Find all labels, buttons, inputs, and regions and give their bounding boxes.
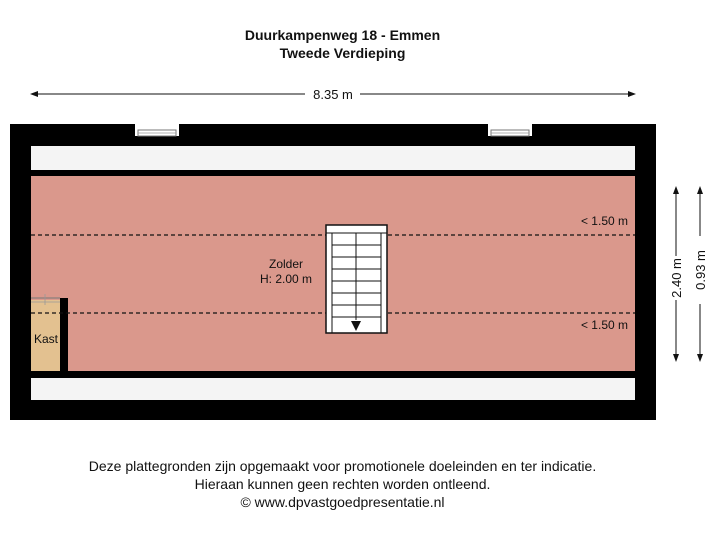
staircase <box>325 224 388 334</box>
zolder-label: Zolder <box>269 257 303 271</box>
stair-arrow-icon <box>351 321 361 331</box>
kast-label: Kast <box>34 332 59 346</box>
zolder-height-label: H: 2.00 m <box>260 272 312 286</box>
width-label: 8.35 m <box>313 87 353 102</box>
low-height-label-bottom: < 1.50 m <box>581 318 628 332</box>
kast-room: Kast <box>31 294 68 371</box>
depth-label: 2.40 m <box>669 258 684 298</box>
side-height-dimension: 0.93 m <box>693 186 708 362</box>
floor-title: Tweede Verdieping <box>279 45 406 61</box>
window-left <box>135 124 179 137</box>
disclaimer-line-2: Hieraan kunnen geen rechten worden ontle… <box>194 476 491 492</box>
disclaimer-line-1: Deze plattegronden zijn opgemaakt voor p… <box>88 458 597 474</box>
depth-dimension: 2.40 m <box>669 186 684 362</box>
side-height-label: 0.93 m <box>693 250 708 290</box>
plan-title: Duurkampenweg 18 - Emmen <box>244 27 441 43</box>
window-right <box>488 124 532 137</box>
width-dimension: 8.35 m <box>30 87 636 102</box>
low-height-label-top: < 1.50 m <box>581 214 628 228</box>
copyright-line: © www.dpvastgoedpresentatie.nl <box>240 494 445 510</box>
